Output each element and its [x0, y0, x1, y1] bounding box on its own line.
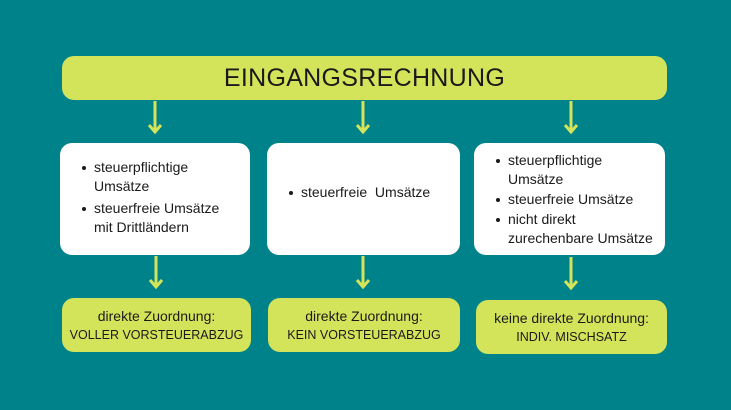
list-item: steuerpflichtige Umsätze: [496, 151, 638, 189]
criteria-box-3: steuerpflichtige Umsätze steuerfreie Ums…: [474, 143, 665, 255]
arrow-down-icon: [563, 257, 579, 291]
criteria-box-2: steuerfreie Umsätze: [267, 143, 460, 255]
result-value: VOLLER VORSTEUERABZUG: [69, 327, 244, 342]
result-box-1: direkte Zuordnung: VOLLER VORSTEUERABZUG: [62, 298, 251, 352]
list-item: steuerfreie Umsätze mit Drittländern: [82, 199, 224, 237]
list-item: steuerpflichtige Umsätze: [82, 158, 224, 196]
list-item: steuerfreie Umsätze: [288, 184, 431, 200]
result-value: KEIN VORSTEUERABZUG: [287, 327, 441, 342]
result-box-2: direkte Zuordnung: KEIN VORSTEUERABZUG: [268, 298, 460, 352]
arrow-down-icon: [355, 101, 371, 135]
result-label: direkte Zuordnung:: [97, 307, 216, 324]
list-item: nicht direkt zurechenbare Umsätze: [496, 210, 663, 248]
result-box-3: keine direkte Zuordnung: INDIV. MISCHSAT…: [476, 300, 667, 354]
criteria-box-1: steuerpflichtige Umsätze steuerfreie Ums…: [60, 143, 250, 255]
arrow-down-icon: [563, 101, 579, 135]
result-label: direkte Zuordnung:: [305, 307, 423, 324]
result-label: keine direkte Zuordnung:: [494, 309, 649, 326]
result-value: INDIV. MISCHSATZ: [516, 329, 627, 344]
list-item: steuerfreie Umsätze: [496, 190, 663, 209]
title: EINGANGSRECHNUNG: [223, 63, 506, 92]
arrow-down-icon: [147, 101, 163, 135]
arrow-down-icon: [148, 256, 164, 290]
arrow-down-icon: [355, 256, 371, 290]
title-bar: EINGANGSRECHNUNG: [62, 56, 667, 100]
